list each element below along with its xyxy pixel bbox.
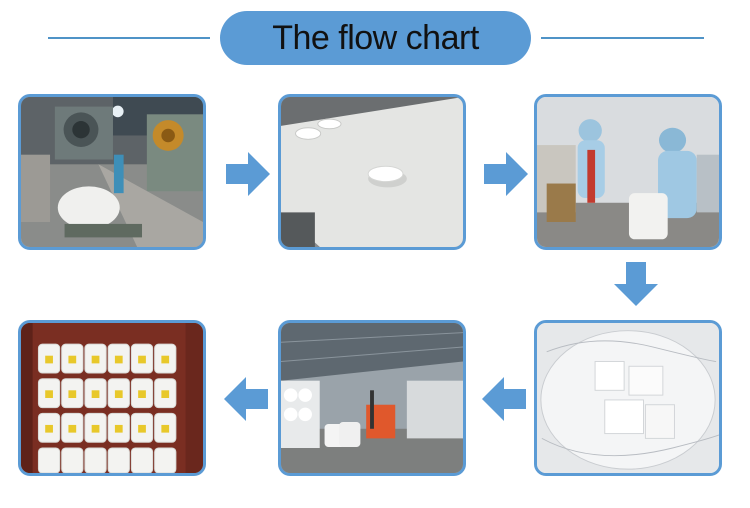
arrow-right-icon	[226, 152, 270, 196]
step-2-photo	[278, 94, 466, 250]
step-4-photo	[534, 320, 722, 476]
arrow-left-icon	[224, 377, 268, 421]
arrow-down-icon	[614, 262, 658, 306]
step-6-photo	[18, 320, 206, 476]
step-1-photo	[18, 94, 206, 250]
title-rule-right	[541, 37, 704, 39]
step-5-photo	[278, 320, 466, 476]
title-rule-left	[48, 37, 210, 39]
page-title-text: The flow chart	[272, 18, 479, 57]
arrow-right-icon	[484, 152, 528, 196]
page-title: The flow chart	[220, 11, 531, 65]
step-3-photo	[534, 94, 722, 250]
arrow-left-icon	[482, 377, 526, 421]
